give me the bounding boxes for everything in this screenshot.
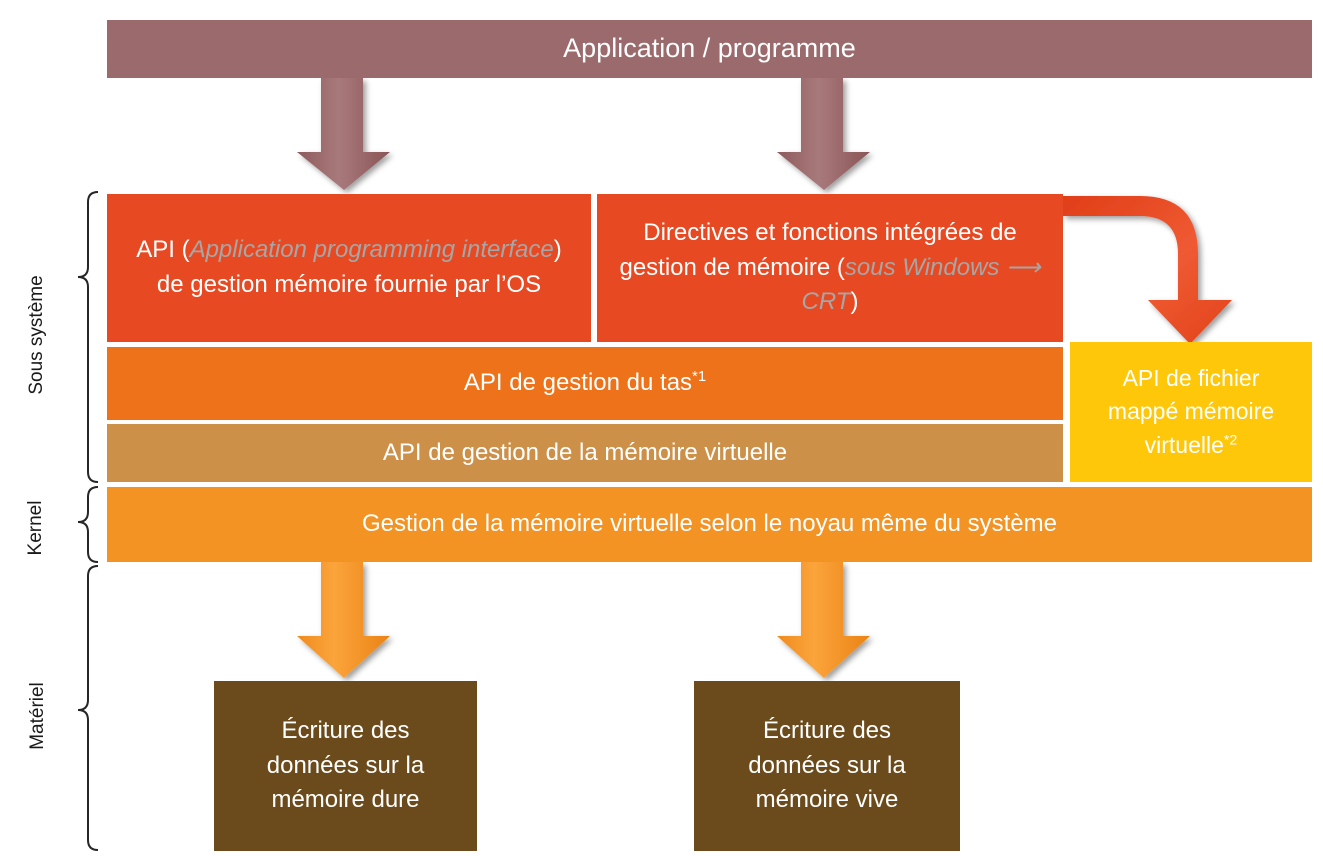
arrow-kernel-to-disk xyxy=(297,562,390,678)
api-mapped-file-footnote: *2 xyxy=(1223,432,1238,449)
api-heap-text: API de gestion du tas*1 xyxy=(107,366,1063,401)
application-box[interactable]: Application / programme xyxy=(107,20,1312,78)
api-os-emphasis: Application programming interface xyxy=(189,236,554,264)
arrow-app-to-api-builtin xyxy=(777,78,870,190)
band-label-sous-systeme: Sous système xyxy=(26,275,47,395)
api-heap-footnote: *1 xyxy=(692,369,707,386)
api-builtin-line2-emphasis: sous Windows ⟶ CRT xyxy=(801,253,1041,316)
hardware-disk-box[interactable]: Écriture des données sur la mémoire dure xyxy=(214,681,477,851)
band-label-materiel: Matériel xyxy=(27,682,48,750)
api-heap-box[interactable]: API de gestion du tas*1 xyxy=(107,347,1063,420)
hardware-disk-text: Écriture des données sur la mémoire dure xyxy=(214,714,477,818)
arrow-app-to-api-os xyxy=(297,78,390,190)
api-virtual-memory-box[interactable]: API de gestion de la mémoire virtuelle xyxy=(107,424,1063,482)
arrow-builtin-to-mapped-file xyxy=(1063,196,1232,344)
hardware-ram-line1: Écriture des xyxy=(762,716,892,744)
hardware-disk-line3: mémoire dure xyxy=(271,786,420,814)
brace-sous-systeme xyxy=(77,191,99,483)
kernel-vm-label: Gestion de la mémoire virtuelle selon le… xyxy=(362,510,1057,538)
hardware-disk-line1: Écriture des xyxy=(281,716,410,744)
api-os-prefix: API ( xyxy=(136,236,190,264)
api-mapped-file-line3-wrap: virtuelle*2 xyxy=(1084,429,1298,462)
api-builtin-line2: gestion de mémoire (sous Windows ⟶ CRT) xyxy=(611,251,1049,321)
api-os-suffix: ) xyxy=(553,236,562,264)
api-mapped-file-line3: virtuelle xyxy=(1144,431,1224,458)
hardware-ram-box[interactable]: Écriture des données sur la mémoire vive xyxy=(694,681,960,851)
kernel-vm-box[interactable]: Gestion de la mémoire virtuelle selon le… xyxy=(107,487,1312,562)
api-os-text: API (Application programming interface) … xyxy=(107,233,591,303)
api-builtin-line2-suffix: ) xyxy=(850,288,859,316)
api-virtual-memory-label: API de gestion de la mémoire virtuelle xyxy=(382,438,788,466)
hardware-disk-line2: données sur la xyxy=(266,751,425,779)
api-os-box[interactable]: API (Application programming interface) … xyxy=(107,194,591,342)
arrow-kernel-to-ram xyxy=(777,562,870,678)
api-builtin-text: Directives et fonctions intégrées de ges… xyxy=(597,216,1063,320)
application-label: Application / programme xyxy=(563,33,856,64)
brace-materiel xyxy=(77,565,99,851)
api-mapped-file-text: API de fichier mappé mémoire virtuelle*2 xyxy=(1070,362,1312,462)
api-heap-label: API de gestion du tas xyxy=(463,369,693,397)
api-mapped-file-line1: API de fichier xyxy=(1122,364,1260,391)
api-os-line2: de gestion mémoire fournie par l’OS xyxy=(156,271,542,298)
band-label-kernel: Kernel xyxy=(25,500,46,556)
api-mapped-file-line2: mappé mémoire xyxy=(1107,398,1275,425)
hardware-ram-line3: mémoire vive xyxy=(755,786,899,814)
hardware-ram-line2: données sur la xyxy=(748,751,906,779)
hardware-ram-text: Écriture des données sur la mémoire vive xyxy=(694,714,960,818)
api-builtin-box[interactable]: Directives et fonctions intégrées de ges… xyxy=(597,194,1063,342)
api-builtin-line2-prefix: gestion de mémoire ( xyxy=(619,253,845,281)
api-mapped-file-box[interactable]: API de fichier mappé mémoire virtuelle*2 xyxy=(1070,342,1312,482)
api-builtin-line1: Directives et fonctions intégrées de xyxy=(643,218,1017,246)
brace-kernel xyxy=(77,486,99,563)
